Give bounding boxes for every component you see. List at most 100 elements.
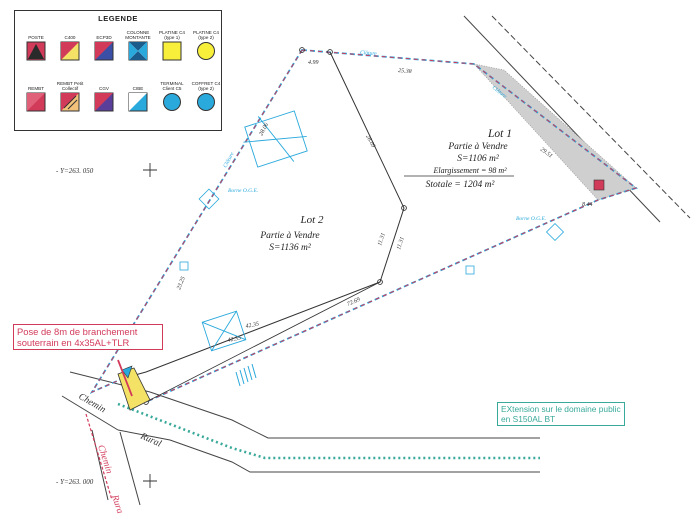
legend-panel: LEGENDE POSTE C400 ECP3D COLONNE MONTANTE PL… bbox=[14, 10, 222, 131]
legend-item-label: REMBT Petit Collectif bbox=[56, 81, 84, 91]
lot1-widening: Elargissement = 98 m² bbox=[432, 166, 507, 175]
legend-item-label: COLONNE MONTANTE bbox=[125, 30, 151, 40]
dim-4235b: 42.35 bbox=[227, 334, 242, 344]
borne-left bbox=[198, 188, 220, 210]
rural-road bbox=[61, 371, 540, 506]
building-1-cross bbox=[243, 116, 307, 162]
legend-symbol-icon bbox=[94, 92, 114, 112]
dim-499: 4.99 bbox=[308, 59, 319, 66]
dim-1131b: 11.31 bbox=[396, 236, 406, 250]
borne-right bbox=[545, 222, 565, 242]
legend-item: COFFRET C4 (type 2) bbox=[189, 80, 223, 117]
legend-item: ECP3D bbox=[87, 29, 121, 66]
legend-item-label: ECP3D bbox=[96, 35, 112, 40]
road-side-path-2 bbox=[119, 431, 141, 506]
lot-boundaries bbox=[89, 49, 638, 404]
lot1-subtitle: Partie à Vendre bbox=[447, 142, 507, 152]
borne-small-1 bbox=[179, 261, 189, 271]
legend-symbol-icon bbox=[162, 41, 182, 61]
branchement-note: Pose de 8m de branchement souterrain en … bbox=[13, 324, 163, 350]
dim-2806: 28.06 bbox=[258, 122, 270, 137]
right-road bbox=[463, 15, 691, 223]
legend-item: COLONNE MONTANTE bbox=[121, 29, 155, 66]
legend-item: TERMINAL Client C5 bbox=[155, 80, 189, 117]
road-edge-upper bbox=[149, 391, 540, 439]
legend-item-label: COFFRET C4 (type 2) bbox=[191, 81, 221, 91]
building-2 bbox=[201, 310, 247, 352]
lot2-area: S=1136 m² bbox=[269, 243, 311, 253]
legend-item: REMBT bbox=[19, 80, 53, 117]
extension-note: EXtension sur le domaine public en S150A… bbox=[497, 402, 625, 426]
legend-symbol-icon bbox=[128, 92, 148, 112]
legend-item: CIBE bbox=[121, 80, 155, 117]
building-1 bbox=[244, 110, 308, 168]
dim-2538: 25.38 bbox=[398, 68, 412, 75]
legend-item: REMBT Petit Collectif bbox=[53, 80, 87, 117]
extension-line bbox=[117, 402, 540, 460]
legend-item-label: CGV bbox=[99, 86, 109, 91]
crosshair-bottom bbox=[143, 474, 157, 488]
dim-7269: 72.69 bbox=[346, 297, 361, 308]
network-extension bbox=[117, 402, 540, 460]
hatch bbox=[235, 363, 257, 387]
road-edge-lower bbox=[117, 429, 540, 473]
hatched-zone bbox=[235, 363, 257, 387]
lot1-access bbox=[145, 281, 381, 403]
legend-item: PLATINE C4 (type 1) bbox=[155, 29, 189, 66]
dim-844: 8.44 bbox=[582, 201, 593, 208]
right-road-edge-1 bbox=[463, 15, 661, 223]
road-side-path-1 bbox=[91, 429, 109, 501]
dim-2951: 29.51 bbox=[539, 147, 553, 160]
dim-4235a: 42.35 bbox=[245, 320, 260, 330]
borne-small-2 bbox=[465, 265, 475, 275]
dim-2809: 28.09 bbox=[364, 134, 376, 149]
corner-4 bbox=[377, 279, 383, 285]
coord-y-top: - Y=263. 050 bbox=[56, 167, 94, 175]
legend-item-label: REMBT bbox=[27, 86, 45, 91]
lot2-labels: Lot 2 Partie à Vendre S=1136 m² bbox=[259, 214, 324, 253]
road-labels: Chemin Rural Chemin Rura bbox=[77, 392, 163, 515]
legend-item-label: PLATINE C4 (type 1) bbox=[159, 30, 185, 40]
legend-symbol-icon bbox=[94, 41, 114, 61]
lot2-subtitle: Partie à Vendre bbox=[259, 231, 319, 241]
legend-item-label: C400 bbox=[64, 35, 76, 40]
label-rural-1: Rural bbox=[138, 431, 163, 449]
lot1-labels: Lot 1 Partie à Vendre S=1106 m² Elargiss… bbox=[426, 128, 512, 190]
legend-symbol-icon bbox=[128, 41, 148, 61]
lot1-area: S=1106 m² bbox=[457, 154, 499, 164]
lot2-title: Lot 2 bbox=[300, 214, 324, 226]
road-edge-left2 bbox=[61, 395, 119, 431]
coffret-marker bbox=[593, 179, 605, 191]
label-borne-1: Borne O.G.E. bbox=[228, 188, 258, 194]
coord-y-bottom: - Y=263. 000 bbox=[56, 478, 94, 486]
crosshair-top bbox=[143, 163, 157, 177]
legend-item: POSTE bbox=[19, 29, 53, 66]
legend-symbol-icon bbox=[197, 93, 215, 111]
label-rural-2: Rura bbox=[109, 493, 125, 515]
building-markers bbox=[201, 110, 308, 352]
dim-2325: 23.25 bbox=[176, 276, 187, 291]
building-2-cross bbox=[202, 310, 246, 352]
label-cloture-top: Clôture bbox=[360, 50, 378, 57]
connection-equipment bbox=[117, 179, 605, 411]
legend-symbol-icon bbox=[26, 92, 46, 112]
legend-item-label: PLATINE C4 (type 2) bbox=[193, 30, 219, 40]
coord-crosshairs bbox=[143, 163, 157, 488]
corner-2 bbox=[327, 49, 333, 55]
label-chemin-1: Chemin bbox=[77, 392, 108, 416]
dim-1131a: 11.31 bbox=[377, 232, 387, 246]
legend-symbol-icon bbox=[163, 93, 181, 111]
corner-1 bbox=[299, 47, 305, 53]
legend-item: C400 bbox=[53, 29, 87, 66]
legend-item-label: POSTE bbox=[28, 35, 44, 40]
coord-labels: - Y=263. 050 - Y=263. 000 bbox=[56, 167, 94, 486]
legend-title: LEGENDE bbox=[98, 14, 138, 23]
legend-item-label: TERMINAL Client C5 bbox=[160, 81, 184, 91]
legend-symbol-icon bbox=[26, 41, 46, 61]
legend-item: PLATINE C4 (type 2) bbox=[189, 29, 223, 66]
label-borne-2: Borne O.G.E. bbox=[516, 216, 546, 222]
legend-item: CGV bbox=[87, 80, 121, 117]
legend-item-label: CIBE bbox=[132, 86, 144, 91]
legend-symbol-icon bbox=[60, 92, 80, 112]
